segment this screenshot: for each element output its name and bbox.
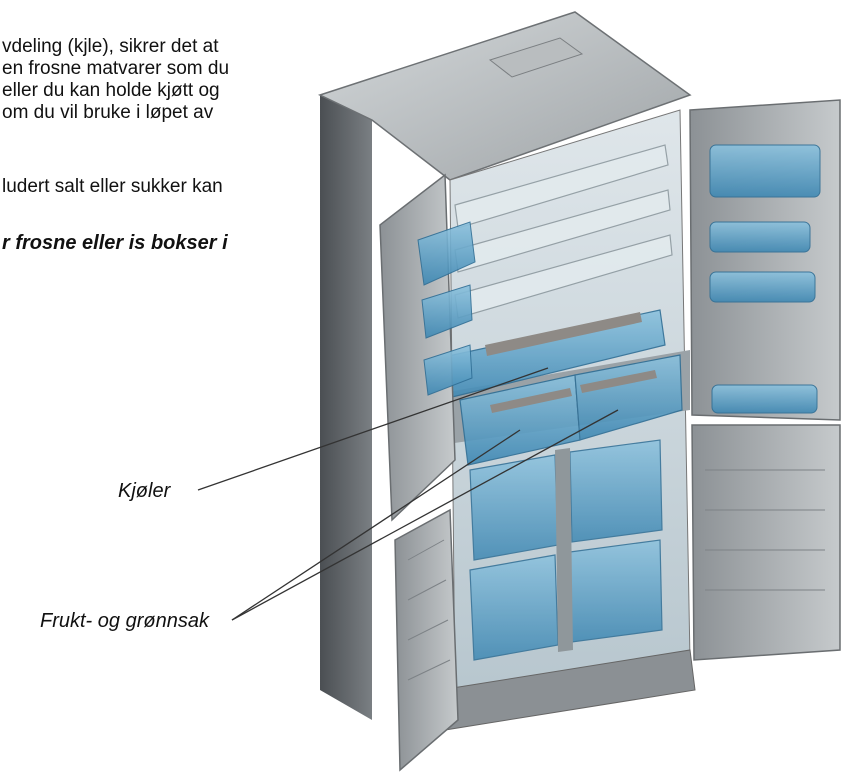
- text-line-3: eller du kan holde kjøtt og: [2, 80, 220, 101]
- text-line-1: vdeling (kjle), sikrer det at: [2, 36, 219, 57]
- label-fruit-veg: Frukt- og grønnsak: [40, 610, 209, 632]
- right-lower-door: [691, 424, 841, 661]
- left-lower-door-ribs: [407, 539, 451, 681]
- fridge-top: [317, 11, 692, 181]
- text-line-2: en frosne matvarer som du: [2, 58, 230, 79]
- text-line-bold: r frosne eller is bokser i: [2, 232, 228, 254]
- drawer-handles: [485, 312, 657, 413]
- fridge-left-side: [320, 95, 372, 720]
- leader-lines: [197, 367, 619, 621]
- right-door-bins: [709, 144, 821, 414]
- top-hinge-cover: [488, 37, 584, 78]
- left-upper-door: [379, 173, 456, 522]
- freezer-center-divider: [555, 448, 573, 652]
- freezer-compartments: [469, 439, 663, 661]
- label-cooler: Kjøler: [118, 480, 171, 502]
- leader-fruit-2: [231, 409, 619, 621]
- upper-shelves: [454, 144, 673, 319]
- text-line-5: ludert salt eller sukker kan: [2, 176, 223, 197]
- leader-cooler: [197, 367, 549, 491]
- left-lower-door: [394, 508, 459, 772]
- left-door-bins: [417, 221, 476, 396]
- right-lower-door-ribs: [705, 469, 825, 591]
- leader-fruit-1: [231, 429, 521, 621]
- manual-text-block: vdeling (kjle), sikrer det at en frosne …: [0, 0, 330, 280]
- text-line-4: om du vil bruke i løpet av: [2, 102, 214, 123]
